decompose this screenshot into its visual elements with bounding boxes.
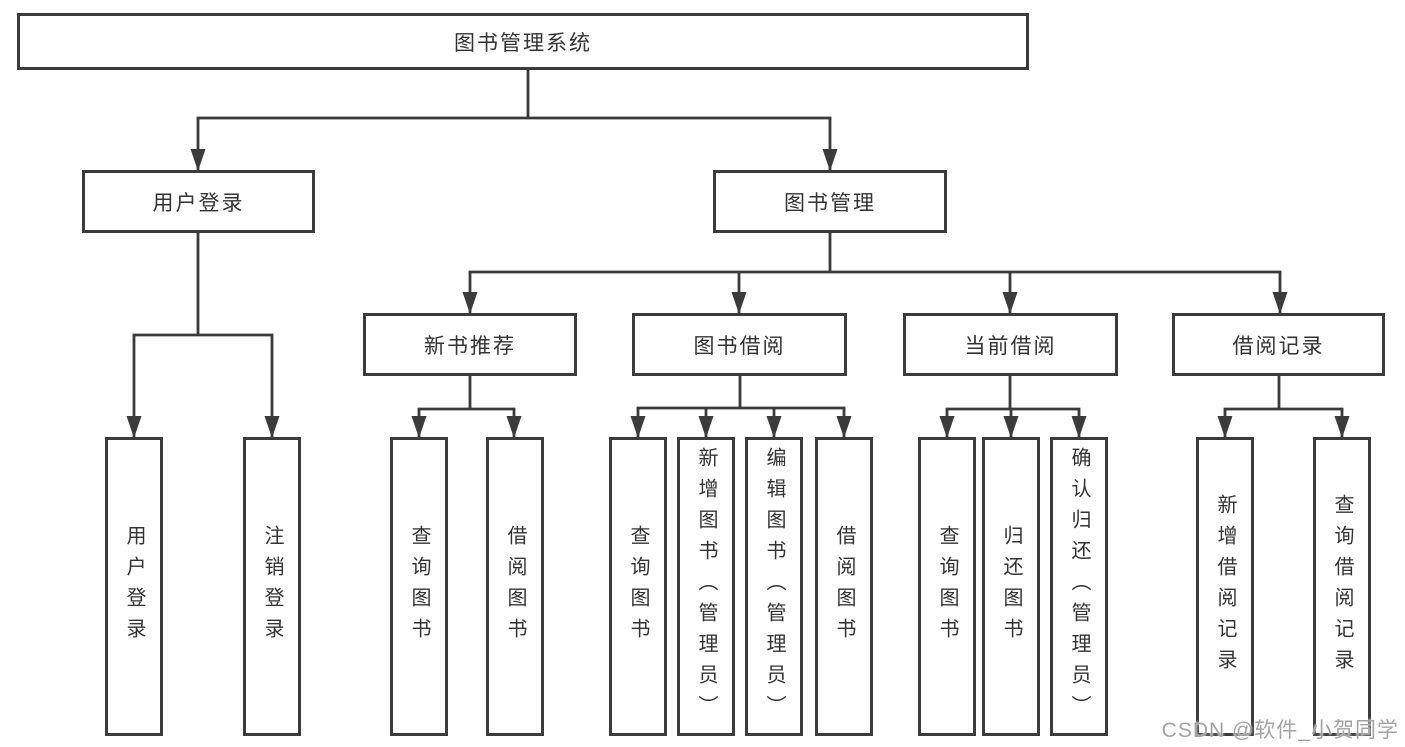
node-user-login: 用户登录: [82, 170, 315, 233]
leaf-label: 查询图书: [936, 524, 958, 649]
leaf-label: 用户登录: [123, 524, 145, 649]
connector-current-borrow-bar: [945, 374, 1081, 411]
node-library-system-label: 图书管理系统: [454, 31, 592, 55]
node-book-borrow-label: 图书借阅: [693, 334, 786, 358]
leaf-newrec-query-books: 查询图书: [390, 437, 448, 736]
leaf-label: 新增借阅记录: [1214, 493, 1236, 680]
leaf-current-return-books: 归还图书: [982, 437, 1040, 736]
connector-new-book-bar: [417, 374, 516, 411]
leaf-label: 借阅图书: [833, 524, 855, 649]
leaf-label: 注销登录: [261, 524, 283, 649]
leaf-borrow-borrow-books: 借阅图书: [815, 437, 873, 736]
connector-root-bar: [196, 68, 832, 120]
node-new-book-recommend-label: 新书推荐: [424, 334, 516, 358]
connector-user-login-bar: [132, 231, 274, 337]
node-borrow-records: 借阅记录: [1172, 313, 1385, 376]
leaf-label: 查询图书: [408, 524, 430, 649]
node-current-borrow-label: 当前借阅: [964, 334, 1057, 358]
node-book-management: 图书管理: [713, 170, 947, 233]
node-library-system: 图书管理系统: [17, 13, 1029, 70]
leaf-current-confirm-return-admin: 确认归还（管理员）: [1050, 437, 1108, 736]
leaf-label: 查询图书: [627, 524, 649, 649]
node-new-book-recommend: 新书推荐: [363, 313, 577, 376]
csdn-watermark: CSDN @软件_小贺同学: [1161, 719, 1399, 742]
leaf-newrec-borrow-books: 借阅图书: [486, 437, 544, 736]
leaf-logout-login: 注销登录: [243, 437, 301, 736]
leaf-current-query-books: 查询图书: [918, 437, 976, 736]
leaf-borrow-edit-books-admin: 编辑图书（管理员）: [745, 437, 803, 736]
node-book-borrow: 图书借阅: [632, 313, 847, 376]
node-current-borrow: 当前借阅: [903, 313, 1118, 376]
leaf-borrow-query-books: 查询图书: [609, 437, 667, 736]
leaf-label: 查询借阅记录: [1331, 493, 1353, 680]
node-borrow-records-label: 借阅记录: [1232, 334, 1325, 358]
leaf-label: 确认归还（管理员）: [1068, 447, 1090, 726]
node-book-management-label: 图书管理: [784, 191, 876, 215]
leaf-label: 新增图书（管理员）: [695, 447, 717, 726]
leaf-label: 编辑图书（管理员）: [763, 447, 785, 726]
connector-book-management-bar: [468, 231, 1282, 274]
node-user-login-label: 用户登录: [152, 191, 245, 215]
leaf-label: 借阅图书: [504, 524, 526, 649]
leaf-records-query-record: 查询借阅记录: [1313, 437, 1371, 736]
connector-borrow-records-bar: [1223, 374, 1344, 411]
leaf-label: 归还图书: [1000, 524, 1022, 649]
leaf-user-login: 用户登录: [105, 437, 163, 736]
leaf-records-add-record: 新增借阅记录: [1196, 437, 1254, 736]
connector-book-borrow-bar: [636, 374, 846, 410]
leaf-borrow-add-books-admin: 新增图书（管理员）: [677, 437, 735, 736]
